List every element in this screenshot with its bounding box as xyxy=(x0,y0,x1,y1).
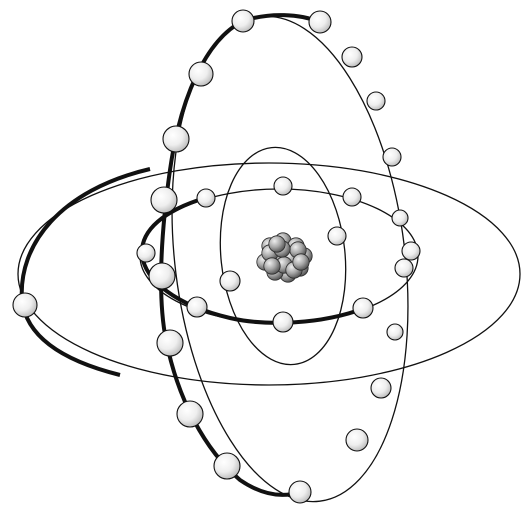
electron xyxy=(371,378,391,398)
electron xyxy=(137,244,155,262)
electron xyxy=(13,293,37,317)
electron xyxy=(309,11,331,33)
electron xyxy=(274,177,292,195)
nucleus-particle xyxy=(269,236,285,252)
electron xyxy=(197,189,215,207)
electron xyxy=(346,429,368,451)
nucleus-particle xyxy=(293,254,309,270)
electron xyxy=(342,47,362,67)
electron xyxy=(151,187,177,213)
electron xyxy=(177,401,203,427)
electron xyxy=(149,263,175,289)
nucleus-particle xyxy=(264,258,280,274)
nucleus xyxy=(257,233,312,282)
electron xyxy=(353,298,373,318)
electron xyxy=(220,271,240,291)
electron xyxy=(367,92,385,110)
electron xyxy=(189,62,213,86)
electron xyxy=(187,297,207,317)
electron xyxy=(392,210,408,226)
electron xyxy=(343,188,361,206)
electron xyxy=(214,453,240,479)
electron xyxy=(402,242,420,260)
electron xyxy=(289,481,311,503)
electron xyxy=(163,126,189,152)
electron xyxy=(232,10,254,32)
electron xyxy=(387,324,403,340)
electron xyxy=(157,330,183,356)
electron xyxy=(328,227,346,245)
electron-layer xyxy=(13,10,420,503)
electron xyxy=(395,259,413,277)
electron xyxy=(383,148,401,166)
electron xyxy=(273,312,293,332)
